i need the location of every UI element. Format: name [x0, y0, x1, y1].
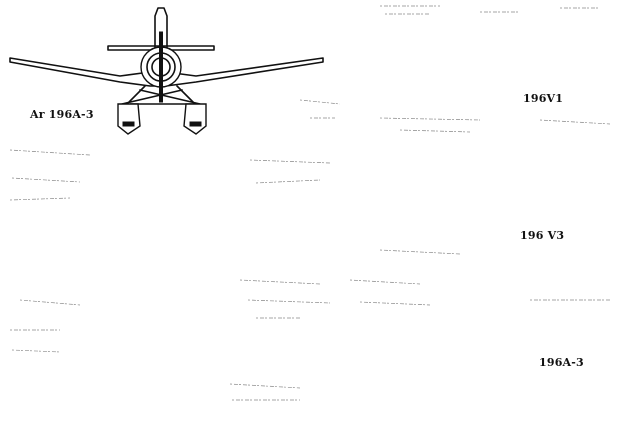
side-view-v1-label: 196V1: [523, 92, 564, 105]
faded-scan-text: [9, 5, 611, 401]
side-view-a3-label: 196A-3: [539, 356, 584, 369]
side-view-v3-label: 196 V3: [520, 229, 565, 242]
front-view-label: Ar 196A-3: [30, 108, 94, 121]
front-view-seaplane: [9, 7, 324, 135]
